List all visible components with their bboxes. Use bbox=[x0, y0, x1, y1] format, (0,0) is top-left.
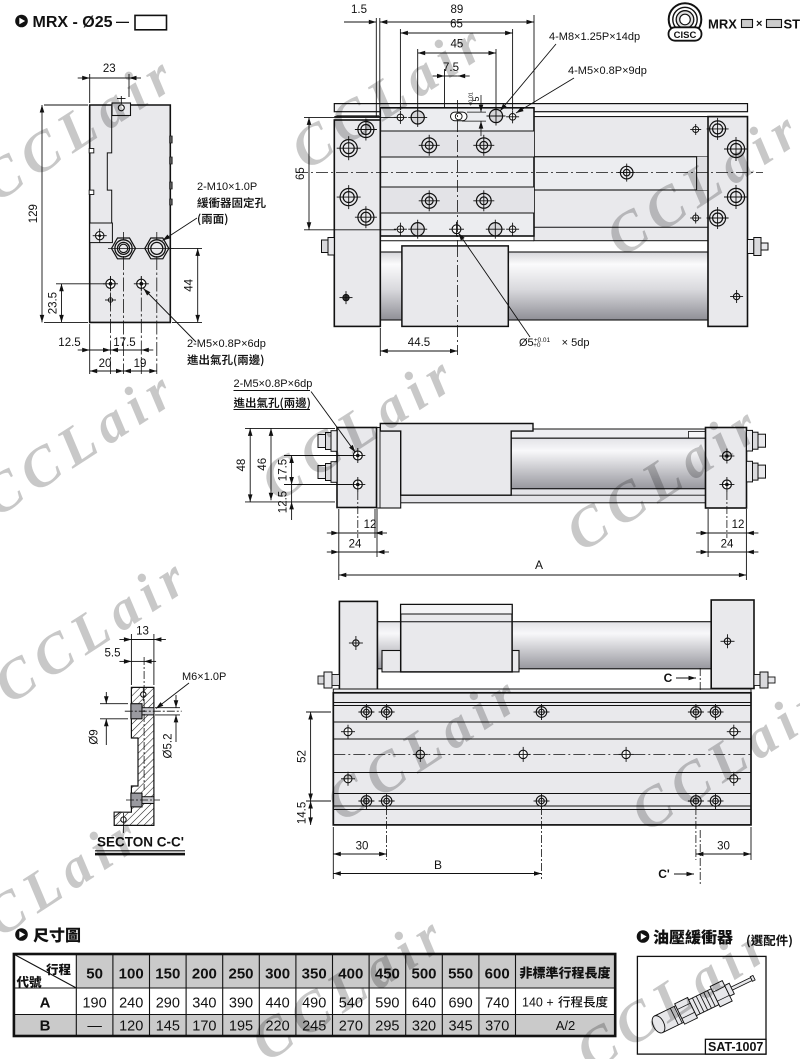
svg-text:C': C' bbox=[658, 867, 670, 881]
svg-text:120: 120 bbox=[119, 1019, 143, 1035]
svg-text:B: B bbox=[434, 858, 442, 872]
svg-text:4-M5×0.8P×9dp: 4-M5×0.8P×9dp bbox=[568, 65, 647, 77]
svg-text:24: 24 bbox=[721, 539, 734, 551]
svg-text:390: 390 bbox=[229, 996, 253, 1012]
svg-text:—: — bbox=[87, 1019, 102, 1035]
svg-text:24: 24 bbox=[349, 539, 362, 551]
svg-text:Ø9: Ø9 bbox=[89, 729, 101, 744]
svg-text:240: 240 bbox=[119, 996, 143, 1012]
svg-text:+0.01: +0.01 bbox=[469, 92, 475, 106]
svg-text:2-M5×0.8P×6dp: 2-M5×0.8P×6dp bbox=[234, 378, 313, 390]
svg-text:20: 20 bbox=[99, 358, 112, 370]
svg-text:30: 30 bbox=[717, 841, 730, 853]
svg-text:340: 340 bbox=[192, 996, 216, 1012]
svg-text:ST: ST bbox=[784, 17, 800, 32]
svg-text:44: 44 bbox=[184, 278, 196, 291]
svg-text:740: 740 bbox=[485, 996, 509, 1012]
svg-text:CISC: CISC bbox=[674, 30, 697, 41]
svg-text:50: 50 bbox=[86, 966, 103, 983]
svg-text:30: 30 bbox=[356, 841, 369, 853]
svg-text:23.5: 23.5 bbox=[48, 292, 60, 314]
svg-text:12.5: 12.5 bbox=[58, 337, 80, 349]
svg-text:295: 295 bbox=[375, 1019, 399, 1035]
svg-text:370: 370 bbox=[485, 1019, 509, 1035]
svg-text:140 +: 140 + bbox=[522, 996, 554, 1010]
svg-text:640: 640 bbox=[412, 996, 436, 1012]
svg-text:320: 320 bbox=[412, 1019, 436, 1035]
svg-text:×: × bbox=[756, 18, 762, 30]
svg-text:M6×1.0P: M6×1.0P bbox=[182, 671, 226, 683]
svg-text:MRX - Ø25: MRX - Ø25 bbox=[33, 14, 113, 31]
svg-text:12: 12 bbox=[364, 519, 377, 531]
svg-text:290: 290 bbox=[156, 996, 180, 1012]
svg-text:2-M10×1.0P: 2-M10×1.0P bbox=[197, 181, 257, 193]
svg-text:2-M5×0.8P×6dp: 2-M5×0.8P×6dp bbox=[187, 338, 266, 350]
svg-text:A: A bbox=[40, 995, 51, 1012]
svg-text:300: 300 bbox=[265, 966, 290, 983]
svg-text:100: 100 bbox=[119, 966, 144, 983]
svg-text:170: 170 bbox=[192, 1019, 216, 1035]
svg-text:A: A bbox=[535, 558, 543, 572]
svg-text:12: 12 bbox=[732, 519, 745, 531]
svg-text:145: 145 bbox=[156, 1019, 180, 1035]
svg-text:C: C bbox=[664, 671, 673, 685]
svg-text:200: 200 bbox=[192, 966, 217, 983]
svg-text:600: 600 bbox=[485, 966, 510, 983]
svg-text:250: 250 bbox=[228, 966, 253, 983]
svg-text:Ø5.2: Ø5.2 bbox=[163, 734, 175, 759]
svg-text:190: 190 bbox=[82, 996, 106, 1012]
svg-text:690: 690 bbox=[448, 996, 472, 1012]
svg-text:MRX: MRX bbox=[708, 17, 737, 32]
svg-text:1.5: 1.5 bbox=[351, 4, 367, 16]
svg-text:129: 129 bbox=[28, 204, 40, 223]
svg-text:—: — bbox=[116, 14, 129, 29]
svg-text:150: 150 bbox=[155, 966, 180, 983]
svg-text:550: 550 bbox=[448, 966, 473, 983]
svg-text:14.5: 14.5 bbox=[297, 802, 309, 824]
svg-text:345: 345 bbox=[448, 1019, 472, 1035]
svg-text:17.5: 17.5 bbox=[113, 337, 135, 349]
svg-text:SAT-1007: SAT-1007 bbox=[708, 1040, 763, 1054]
svg-text:52: 52 bbox=[297, 750, 309, 763]
svg-text:4-M8×1.25P×14dp: 4-M8×1.25P×14dp bbox=[549, 31, 640, 43]
svg-text:B: B bbox=[40, 1018, 51, 1035]
svg-text:48: 48 bbox=[236, 459, 248, 472]
